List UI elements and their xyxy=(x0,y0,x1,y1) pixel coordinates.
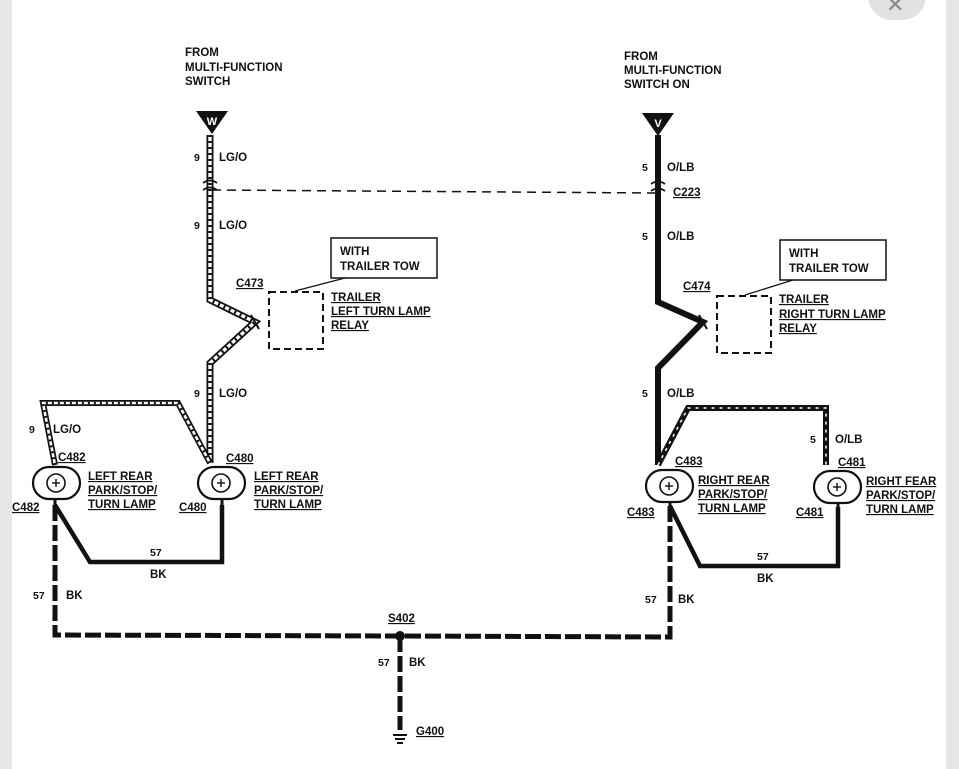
bk-right-num: 57 xyxy=(757,551,769,563)
left-wire-color-3: LG/O xyxy=(219,388,247,400)
bk-ground-num: 57 xyxy=(378,657,390,669)
bk-ground-color: BK xyxy=(409,657,426,669)
connector-c480-side: C480 xyxy=(179,502,207,514)
left-wire-num-3: 9 xyxy=(194,388,200,400)
right-relay-box xyxy=(716,295,772,354)
connector-c223: C223 xyxy=(673,187,701,199)
close-icon[interactable]: ✕ xyxy=(886,0,905,18)
lamp-c483-line2: PARK/STOP/ xyxy=(698,489,768,501)
left-wire-num-1: 9 xyxy=(194,152,200,164)
diagram-sheet xyxy=(12,0,946,769)
lg-o-wire xyxy=(39,135,262,466)
left-relay-box xyxy=(268,291,324,350)
bk-left-vert-color: BK xyxy=(66,590,83,602)
left-wire-color-4: LG/O xyxy=(53,424,81,436)
connector-c481-top: C481 xyxy=(838,457,866,469)
lamp-c481-icon xyxy=(812,469,863,511)
lamp-c483-icon xyxy=(644,468,695,510)
lamp-c480-line1: LEFT REAR xyxy=(254,471,319,483)
source-marker-v-label: V xyxy=(654,118,662,130)
right-relay-line2: RIGHT TURN LAMP xyxy=(779,309,886,321)
right-wire-num-1: 5 xyxy=(642,162,648,174)
left-wire-color-2: LG/O xyxy=(219,220,247,232)
connector-c483-side: C483 xyxy=(627,507,655,519)
right-note-line1: WITH xyxy=(789,248,818,260)
connector-c482-top: C482 xyxy=(58,452,86,464)
right-wire-num-3: 5 xyxy=(642,388,648,400)
left-source-line2: MULTI-FUNCTION xyxy=(185,62,283,74)
lamp-c482-line1: LEFT REAR xyxy=(88,471,153,483)
connector-c480-top: C480 xyxy=(226,453,254,465)
left-source-line3: SWITCH xyxy=(185,76,230,88)
ground-icon xyxy=(393,734,407,744)
ground-g400: G400 xyxy=(416,726,444,738)
lamp-c483-line1: RIGHT REAR xyxy=(698,475,770,487)
lamp-c483-line3: TURN LAMP xyxy=(698,503,766,515)
bk-left-vert-num: 57 xyxy=(33,590,45,602)
c223-link-dashed xyxy=(211,189,657,194)
right-trailer-tow-note xyxy=(779,239,887,281)
bk-right-color: BK xyxy=(757,573,774,585)
right-relay-line1: TRAILER xyxy=(779,294,830,306)
left-source-line1: FROM xyxy=(185,47,219,59)
bk-ground-wires xyxy=(52,503,841,730)
source-marker-w-icon: W xyxy=(196,111,228,134)
splice-s402: S402 xyxy=(388,613,415,625)
left-trailer-tow-note xyxy=(330,237,438,279)
right-source-line1: FROM xyxy=(624,51,658,63)
lamp-c481-line1: RIGHT FEAR xyxy=(866,476,937,488)
left-wire-num-4: 9 xyxy=(29,424,35,436)
connector-break-marks xyxy=(202,179,708,330)
right-wire-color-1: O/LB xyxy=(667,162,694,174)
connector-c481-side: C481 xyxy=(796,507,824,519)
bk-right-vert-color: BK xyxy=(678,594,695,606)
right-source-line2: MULTI-FUNCTION xyxy=(624,65,722,77)
right-wire-num-2: 5 xyxy=(642,231,648,243)
right-wire-color-2: O/LB xyxy=(667,231,694,243)
right-source-line3: SWITCH ON xyxy=(624,79,690,91)
right-wire-color-3: O/LB xyxy=(667,388,694,400)
left-note-line1: WITH xyxy=(340,246,369,258)
lamp-c482-line3: TURN LAMP xyxy=(88,499,156,511)
connector-c474: C474 xyxy=(683,281,711,293)
connector-c483-top: C483 xyxy=(675,456,703,468)
right-relay-line3: RELAY xyxy=(779,323,817,335)
left-wire-color-1: LG/O xyxy=(219,152,247,164)
left-relay-line2: LEFT TURN LAMP xyxy=(331,306,431,318)
source-marker-v-icon: V xyxy=(642,113,674,136)
bk-left-num: 57 xyxy=(150,547,162,559)
left-relay-line3: RELAY xyxy=(331,320,369,332)
right-wire-num-4: 5 xyxy=(810,434,816,446)
lamp-c480-icon xyxy=(196,465,247,507)
right-note-line2: TRAILER TOW xyxy=(789,263,869,275)
lamp-c481-line2: PARK/STOP/ xyxy=(866,490,936,502)
left-wire-num-2: 9 xyxy=(194,220,200,232)
left-relay-line1: TRAILER xyxy=(331,292,382,304)
lamp-c480-line2: PARK/STOP/ xyxy=(254,485,324,497)
lamp-c482-line2: PARK/STOP/ xyxy=(88,485,158,497)
connector-c482-side: C482 xyxy=(12,502,40,514)
source-marker-w-label: W xyxy=(207,116,218,128)
connector-c473: C473 xyxy=(236,278,264,290)
bk-right-vert-num: 57 xyxy=(645,594,657,606)
lamp-c482-icon xyxy=(31,465,82,507)
bk-left-color: BK xyxy=(150,569,167,581)
close-button[interactable]: ✕ xyxy=(868,0,926,20)
right-wire-color-4: O/LB xyxy=(835,434,862,446)
lamp-c481-line3: TURN LAMP xyxy=(866,504,934,516)
left-note-line2: TRAILER TOW xyxy=(340,261,420,273)
lamp-c480-line3: TURN LAMP xyxy=(254,499,322,511)
